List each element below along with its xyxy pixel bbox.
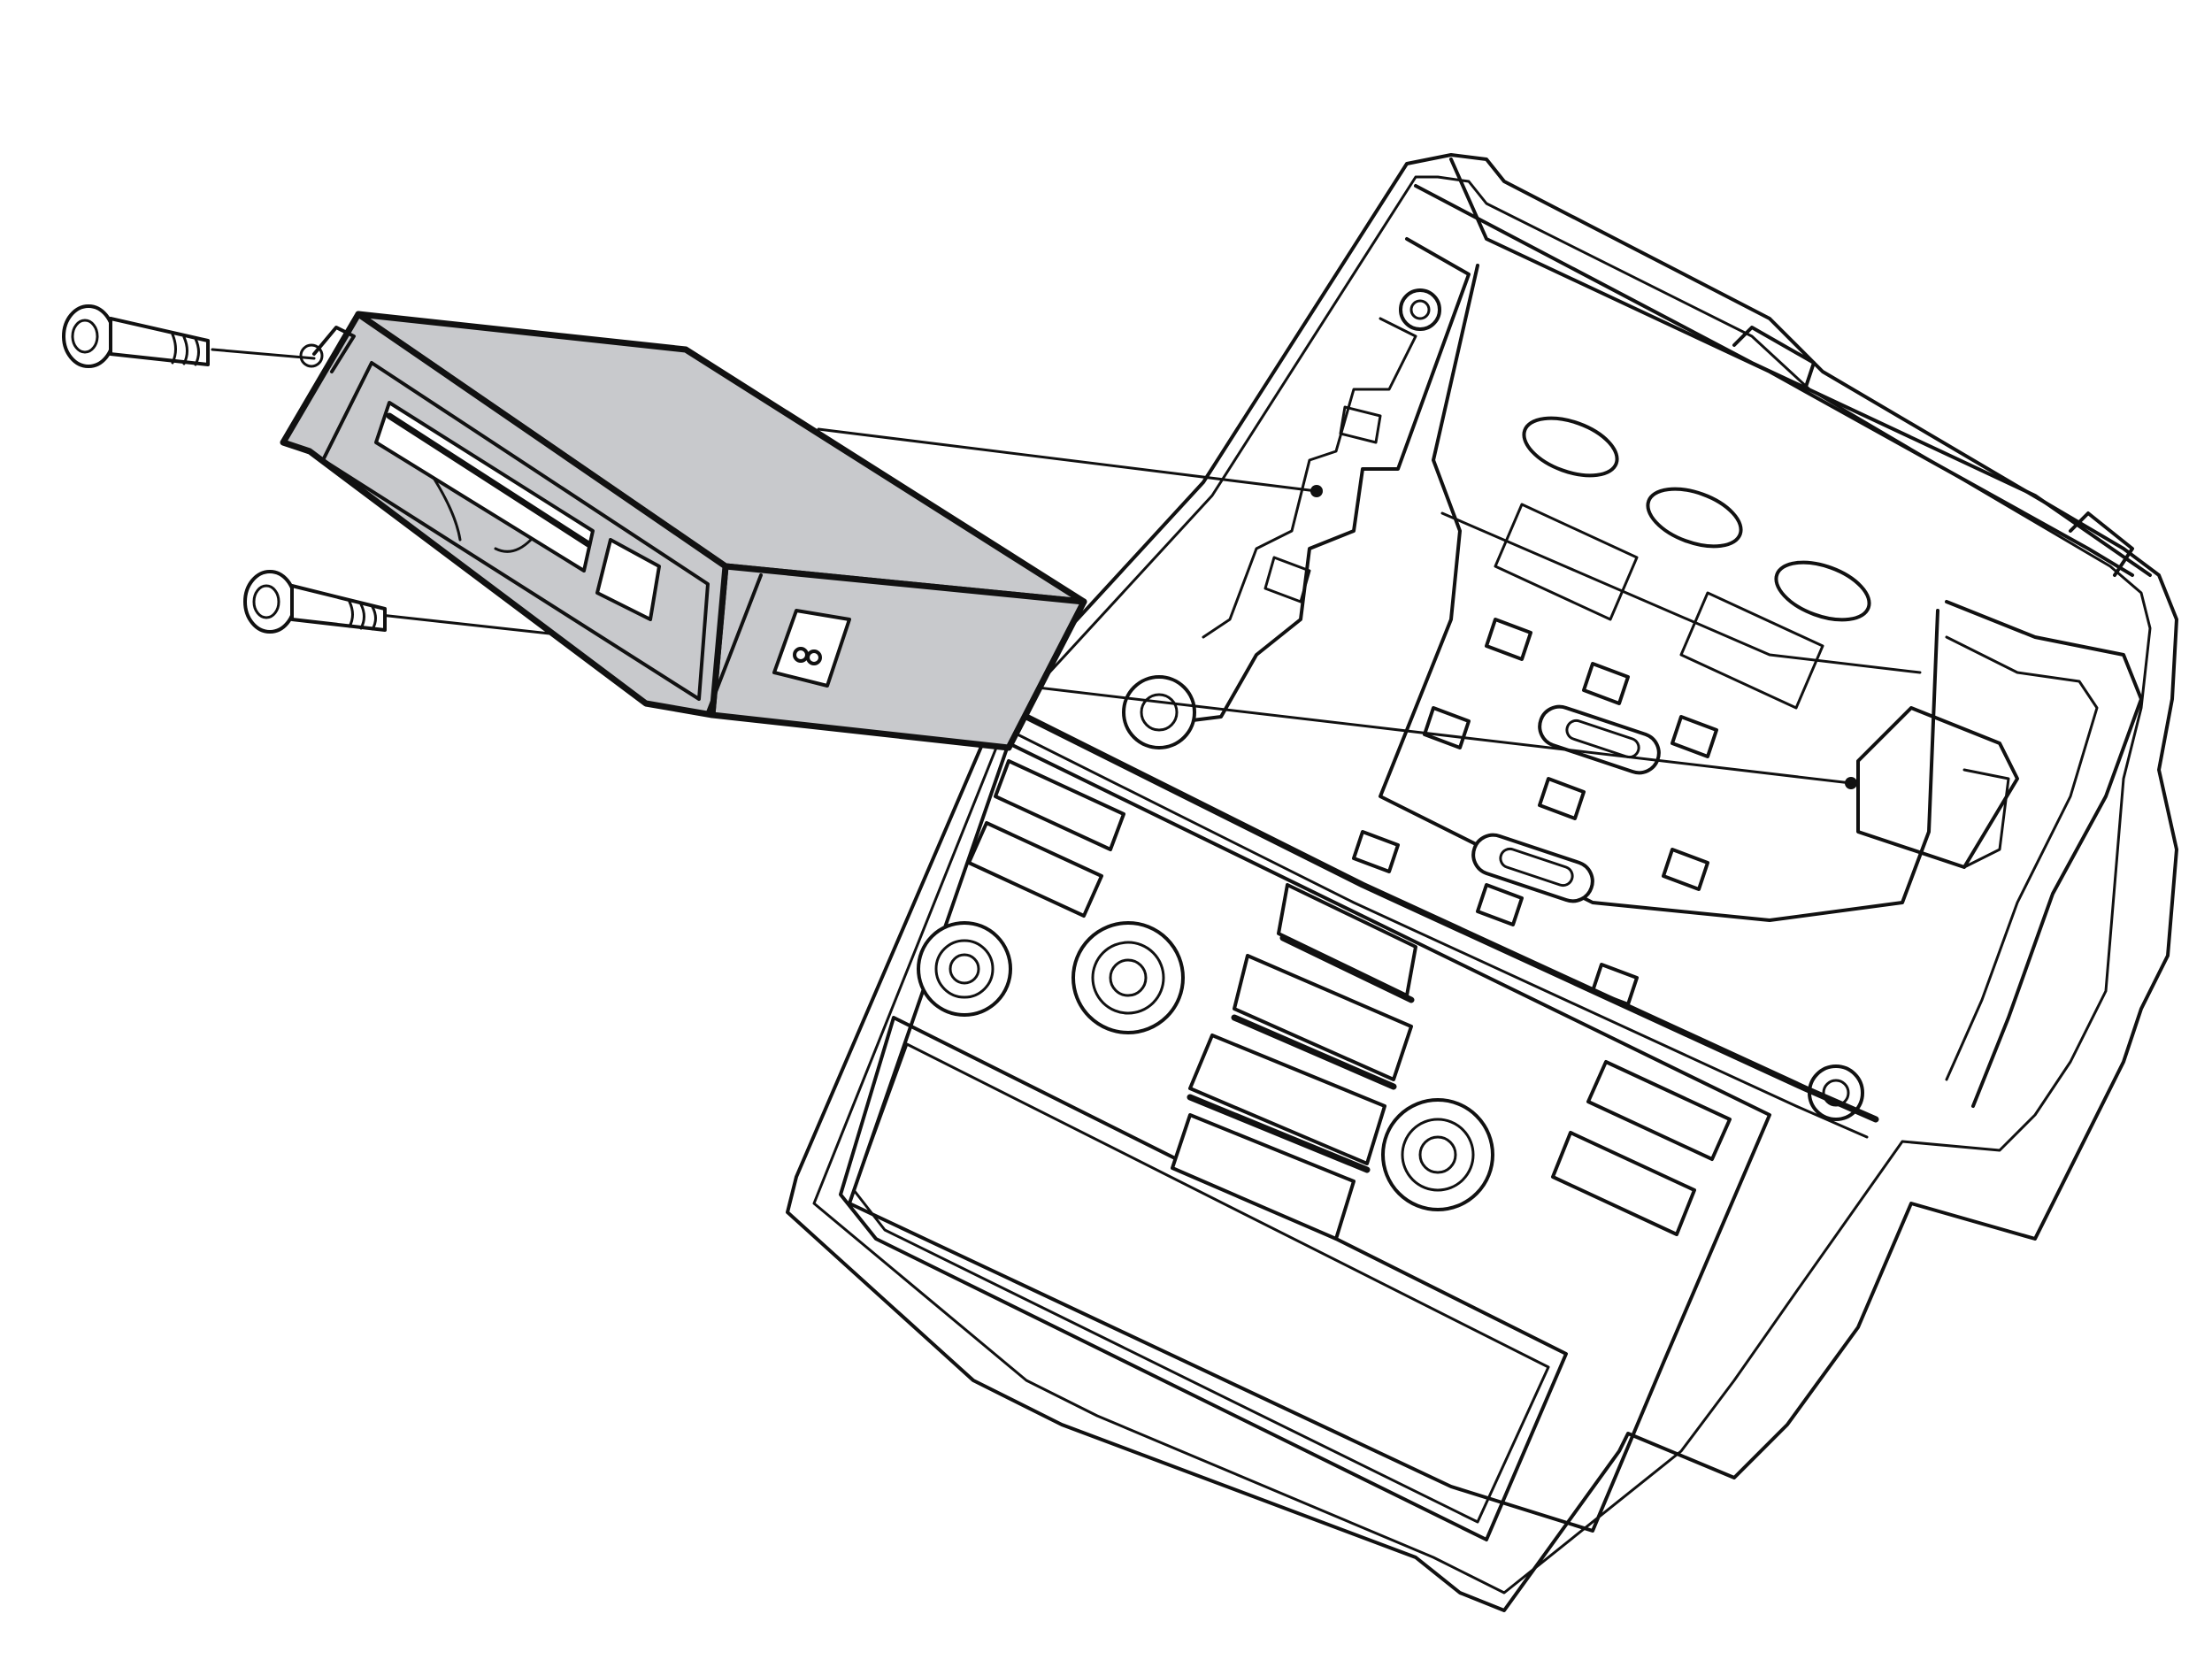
- hinge-tab-right: [2069, 511, 2134, 577]
- module-front-seam: [706, 573, 763, 714]
- rail-screw-boss-low: [1122, 675, 1196, 749]
- module-eject-button: [595, 538, 661, 621]
- face-top-edge: [1023, 713, 1879, 1123]
- knob-left: [917, 921, 1012, 1017]
- module-left-nut: [299, 343, 324, 368]
- cavity-latch-3: [1671, 715, 1718, 758]
- console-top-edge-2: [1449, 158, 2134, 577]
- face-button-right-2: [1551, 1131, 1696, 1236]
- rocker-button-2-edge: [1231, 1014, 1397, 1090]
- left-rail-inner: [1202, 317, 1417, 639]
- screw-bottom-thread-3: [371, 605, 377, 631]
- cavity-window-1: [1494, 503, 1639, 621]
- right-rail-inner: [1945, 635, 2099, 1081]
- rocker-button-1-edge: [1279, 934, 1415, 1003]
- screw-bottom-thread-2: [359, 603, 365, 630]
- screw-top-head-inner: [71, 319, 99, 354]
- right-mounting-rail: [1945, 600, 2143, 1108]
- mounting-screw-top: [62, 304, 210, 368]
- console-outer-outline: [786, 153, 2178, 1612]
- left-mounting-rail: [1148, 237, 1471, 727]
- module-front-curve-2: [494, 538, 533, 553]
- screw-bottom-head-inner: [252, 584, 280, 619]
- cavity-latch-4: [1423, 706, 1471, 749]
- rocker-button-2: [1233, 954, 1413, 1081]
- rocker-button-3-edge: [1187, 1094, 1371, 1173]
- knob-right: [1381, 1098, 1494, 1211]
- mounting-ear-hole-1: [793, 647, 809, 663]
- right-bracket-block-edge: [1962, 768, 2010, 869]
- rail-screw-boss-top: [1399, 288, 1441, 331]
- screw-top-thread-2: [182, 335, 188, 365]
- cavity-hole-1: [1522, 416, 1619, 478]
- module-front-curve-1: [432, 476, 462, 542]
- rocker-button-4: [1171, 1113, 1356, 1241]
- mounting-screw-bottom: [243, 570, 387, 634]
- cavity-hole-3: [1774, 560, 1871, 622]
- right-bracket-block: [1856, 706, 2019, 869]
- face-top-edge-2: [1016, 733, 1869, 1139]
- lower-tray-inner: [852, 1042, 1550, 1524]
- rocker-button-3: [1188, 1034, 1386, 1165]
- cavity-step: [1440, 511, 1922, 674]
- module-disc-slot-bar: [386, 412, 592, 548]
- cavity-window-2: [1679, 591, 1824, 710]
- screw-bottom-head: [243, 570, 296, 634]
- screw-bottom-thread-1: [348, 600, 354, 628]
- cavity-latch-9: [1352, 830, 1400, 873]
- knob-center: [1071, 921, 1185, 1034]
- cavity-latch-7: [1476, 883, 1524, 926]
- cavity-hole-2: [1646, 487, 1743, 549]
- left-rail-slot: [1339, 405, 1382, 444]
- rail-screw-boss-top-inner: [1409, 299, 1431, 320]
- leader-line-screw-top: [211, 348, 316, 360]
- center-console-panel: [786, 153, 2178, 1612]
- cavity-latch-2: [1582, 662, 1630, 705]
- console-top-edge: [1414, 184, 2152, 577]
- cavity-latch-1: [1485, 618, 1532, 661]
- rail-screw-boss-low-inner: [1140, 693, 1179, 732]
- face-button-left-1: [994, 759, 1125, 851]
- face-button-right-1: [1586, 1060, 1732, 1161]
- cavity-slot-2-inner: [1499, 847, 1574, 888]
- screw-top-thread-3: [194, 337, 200, 366]
- cavity-slot-1: [1538, 704, 1661, 775]
- cavity-latch-6: [1662, 848, 1709, 891]
- screw-bottom-shank: [290, 584, 387, 632]
- hinge-tab-left: [1732, 326, 1816, 391]
- mounting-ear-hole-2: [806, 649, 822, 665]
- module-mounting-ear: [772, 609, 851, 688]
- screw-top-head: [62, 304, 115, 368]
- control-module: [280, 311, 1087, 751]
- screw-top-shank: [109, 317, 210, 366]
- leader-line-upper: [817, 427, 1318, 493]
- module-left-tab: [312, 326, 356, 373]
- left-rail-slot-2: [1263, 556, 1311, 603]
- lower-tray-outline: [839, 1016, 1568, 1541]
- screw-top-thread-1: [171, 333, 177, 365]
- module-front-panel: [321, 361, 710, 701]
- cavity-latch-5: [1538, 777, 1586, 820]
- face-button-left-2: [967, 821, 1103, 918]
